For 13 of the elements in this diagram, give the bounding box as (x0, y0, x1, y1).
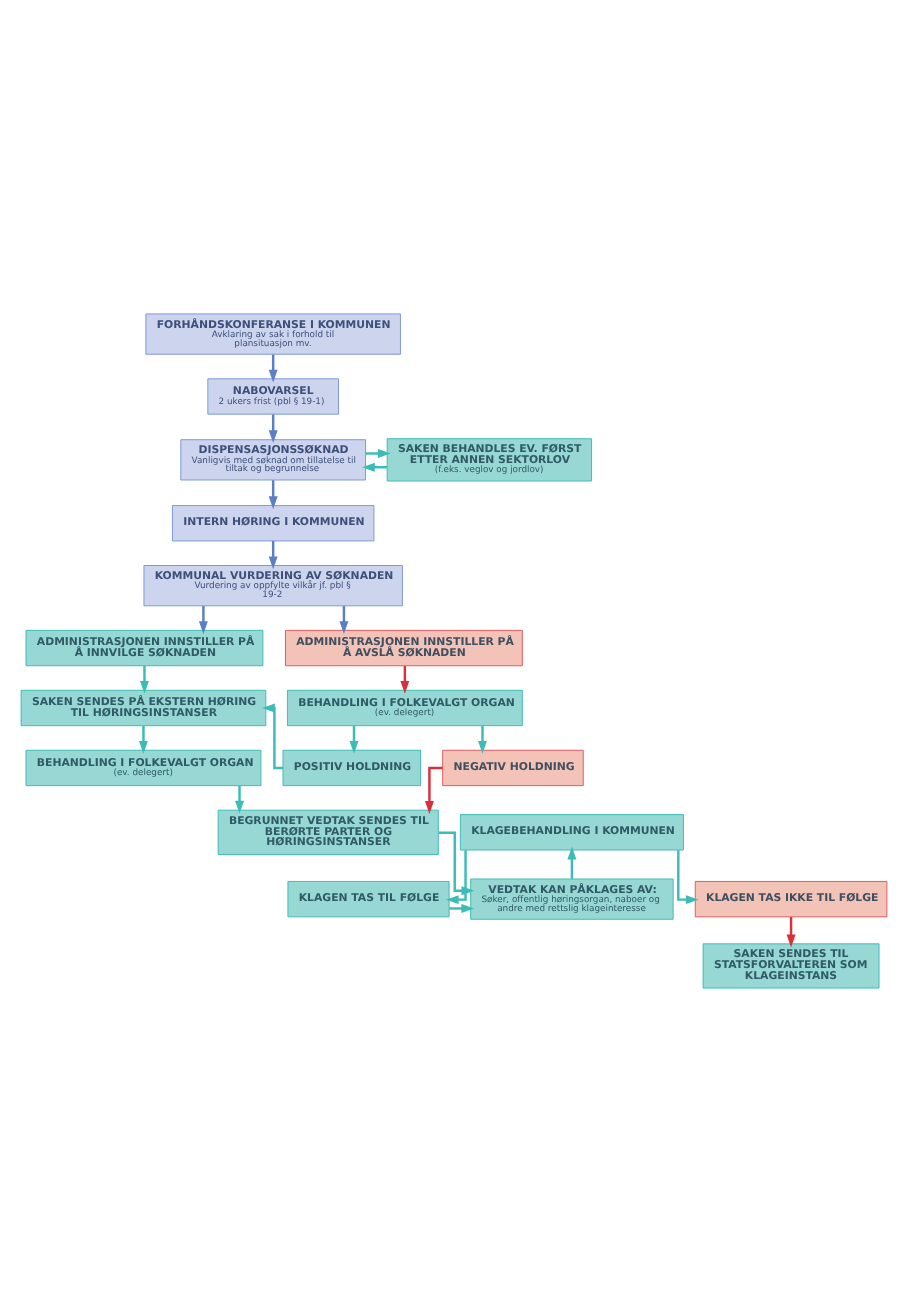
arrow (478, 725, 487, 753)
arrow (786, 916, 796, 947)
arrow (139, 665, 149, 693)
arrow (449, 903, 475, 912)
arrow (235, 784, 244, 813)
arrow (567, 845, 577, 878)
arrow (424, 765, 443, 813)
arrow (198, 605, 208, 634)
arrow (677, 849, 699, 904)
arrow (262, 702, 283, 769)
arrow (445, 849, 467, 904)
arrow (138, 725, 148, 753)
arrow (365, 448, 391, 457)
